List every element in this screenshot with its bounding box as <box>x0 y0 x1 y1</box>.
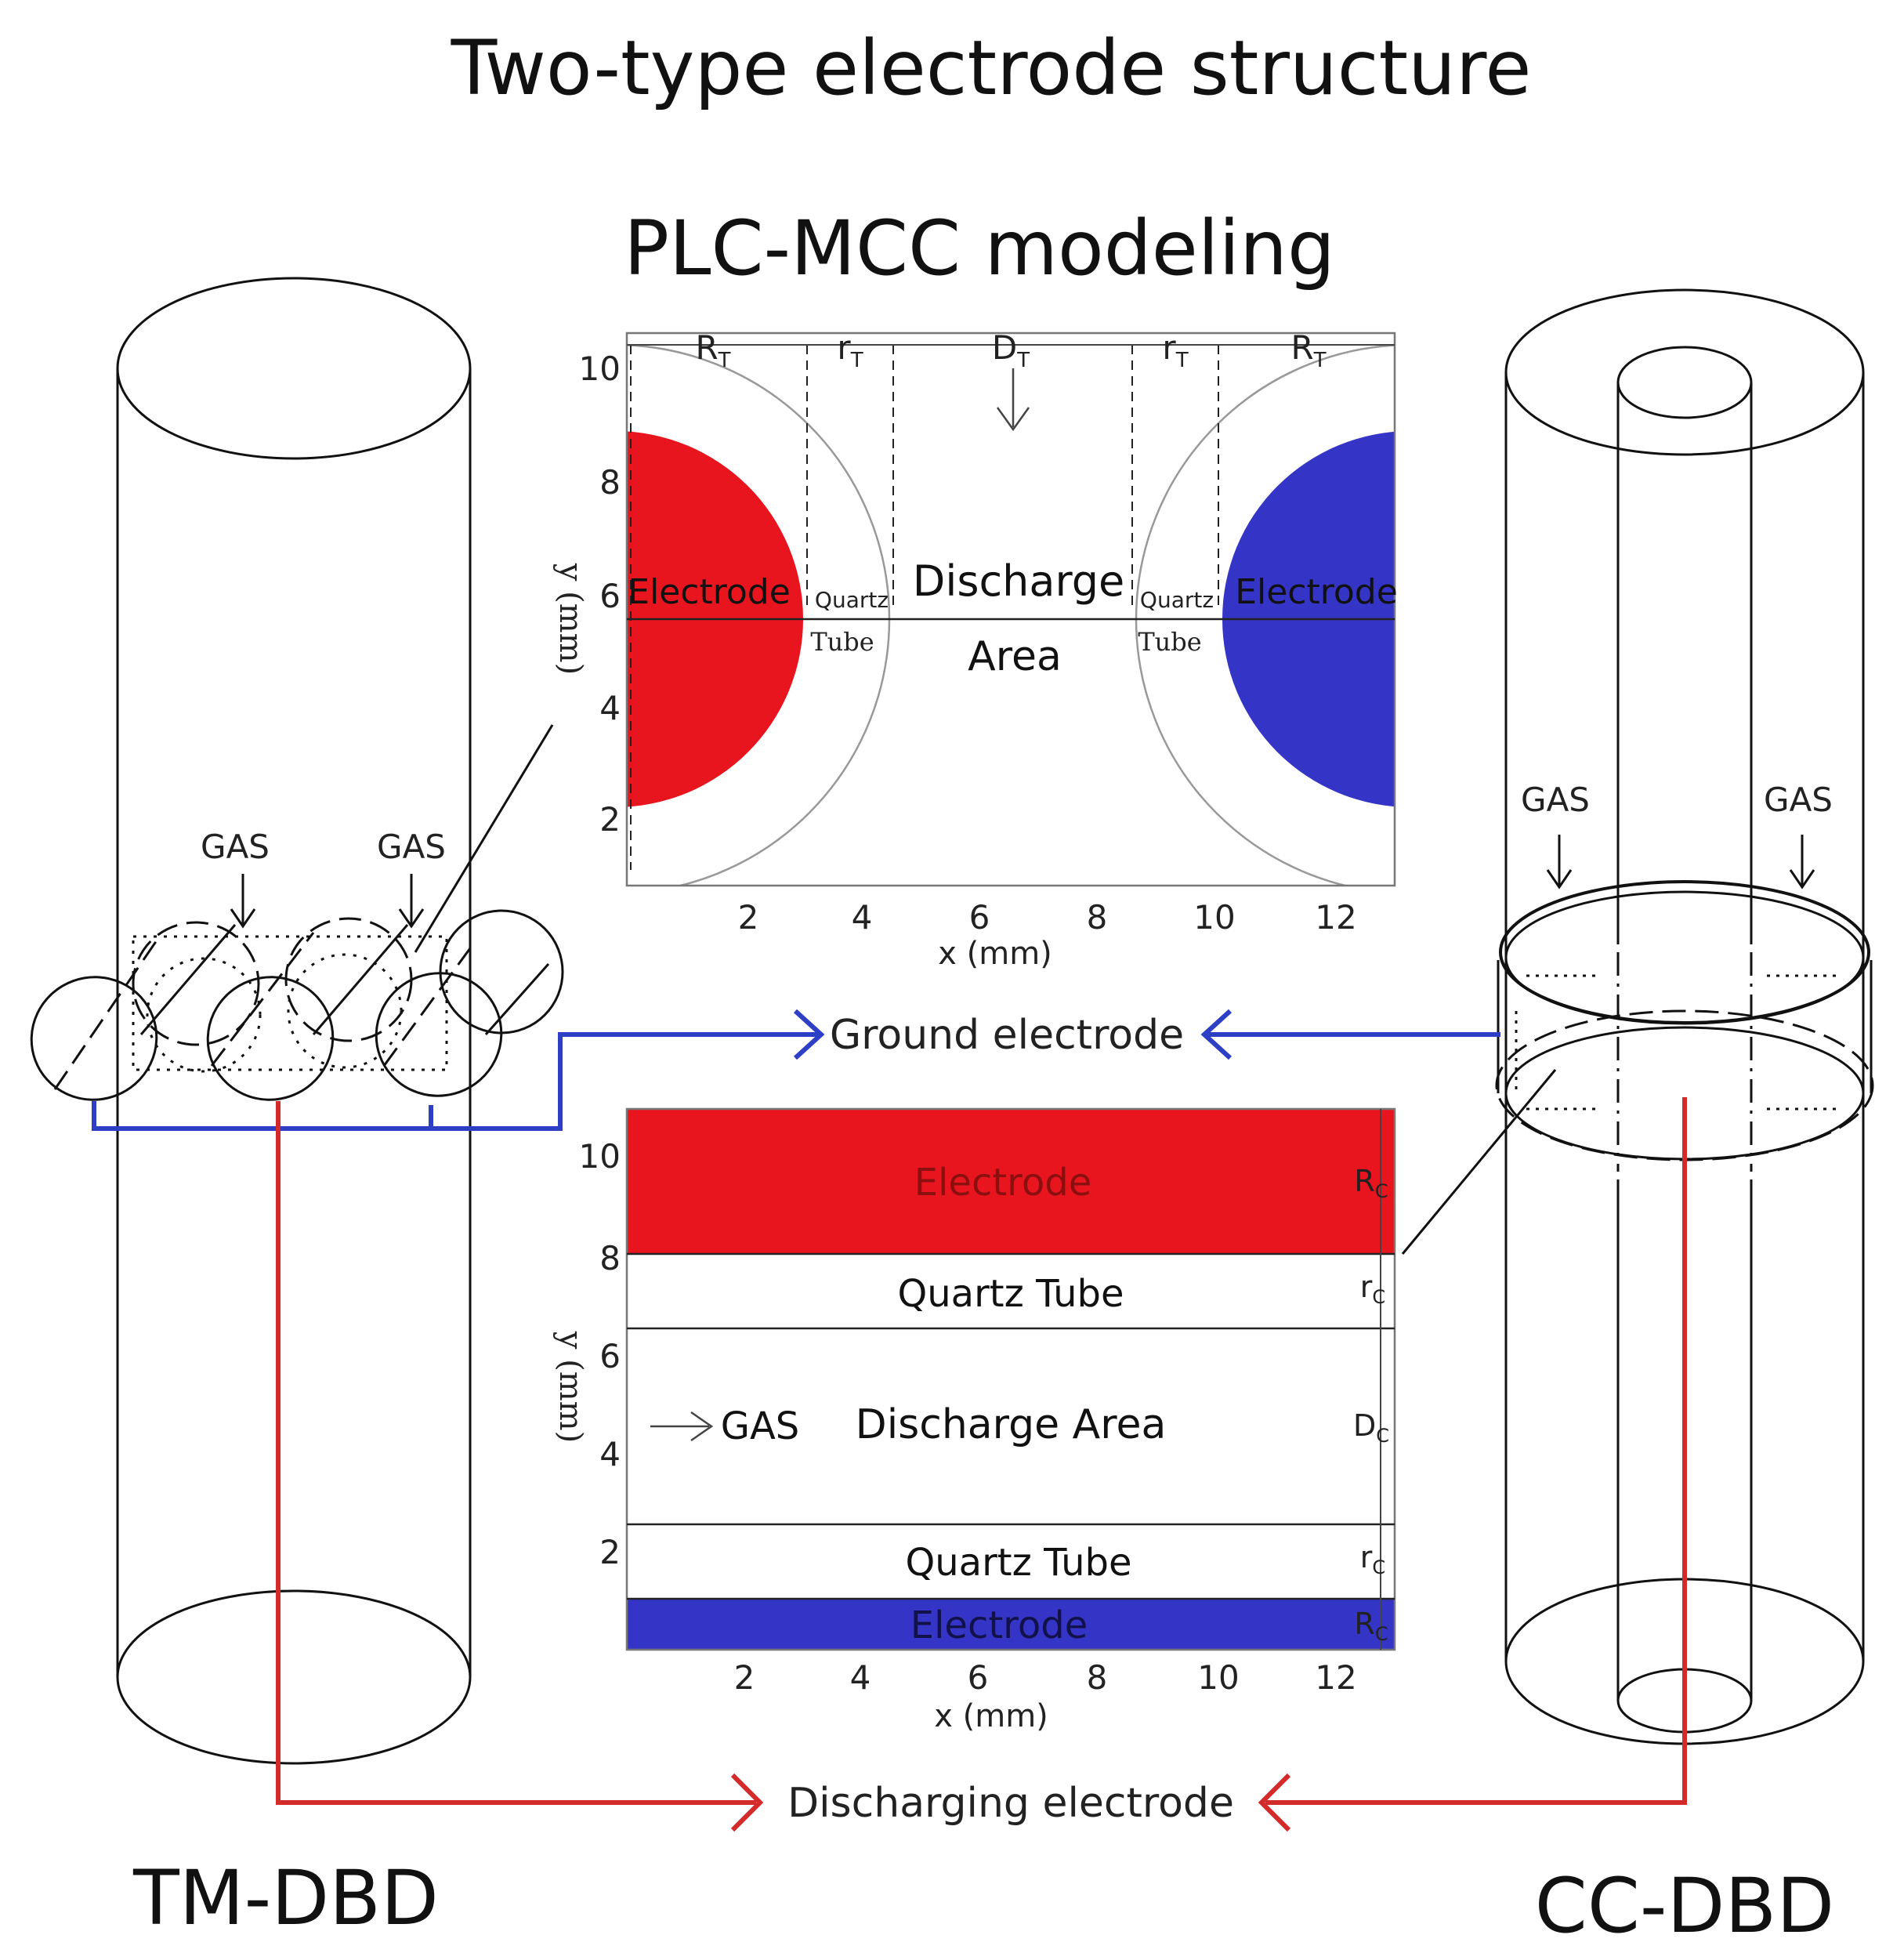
tm-tube-top-ellipse <box>116 277 472 460</box>
top-x-axis-label: x (mm) <box>938 936 1052 972</box>
bottom-y-tick: 2 <box>599 1533 621 1571</box>
top-x-tick: 12 <box>1315 898 1356 937</box>
bottom-dim-dc: DC <box>1353 1408 1389 1447</box>
bottom-x-axis-label: x (mm) <box>934 1698 1048 1734</box>
top-left-electrode-label: Electrode <box>628 572 791 612</box>
top-x-tick: 6 <box>969 898 990 937</box>
tm-zoom-pointer <box>414 724 554 953</box>
bottom-x-tick: 4 <box>850 1658 871 1697</box>
bottom-model-panel: RC rC DC rC RC Electrode Quartz Tube Dis… <box>552 1107 1396 1734</box>
tm-gas-label-2: GAS <box>377 828 446 866</box>
bottom-y-tick: 4 <box>599 1435 621 1473</box>
bottom-dim-rc-bottom: RC <box>1354 1607 1388 1645</box>
bottom-dim-rc-top: RC <box>1354 1164 1388 1202</box>
bottom-discharge-area-label: Discharge Area <box>856 1401 1167 1448</box>
tm-tube-bottom-ellipse <box>116 1676 472 1765</box>
bottom-x-tick: 6 <box>968 1658 989 1697</box>
top-gas-arrow <box>996 368 1030 432</box>
bottom-x-tick: 10 <box>1197 1658 1239 1697</box>
bottom-dim-rc-small-bottom: rC <box>1360 1540 1385 1578</box>
top-discharge-label: Discharge <box>913 556 1124 606</box>
bottom-dim-rc-small-top: rC <box>1360 1270 1385 1308</box>
top-y-axis-label: y (mm) <box>552 563 588 675</box>
top-area-label: Area <box>968 633 1062 680</box>
bottom-y-tick: 10 <box>579 1137 621 1176</box>
top-dim-rt-left: RT <box>695 328 730 372</box>
top-y-tick: 2 <box>599 800 621 839</box>
bottom-top-electrode <box>627 1109 1395 1254</box>
figure-title: Two-type electrode structure <box>451 24 1532 112</box>
cc-gas-label-1: GAS <box>1521 781 1590 819</box>
top-y-tick: 8 <box>599 463 621 502</box>
tm-electrode-tubes <box>30 909 564 1101</box>
discharging-electrode-label: Discharging electrode <box>787 1780 1234 1827</box>
ground-electrode-label: Ground electrode <box>830 1012 1184 1059</box>
top-dim-rt-right: RT <box>1290 328 1326 372</box>
top-left-tube-label: Tube <box>810 627 874 657</box>
tm-dbd-label: TM-DBD <box>132 1854 439 1942</box>
top-dim-rt-small-left: rT <box>837 328 863 372</box>
bottom-bottom-electrode-label: Electrode <box>910 1603 1088 1647</box>
top-right-quartz-label: Quartz <box>1140 587 1214 613</box>
bottom-y-axis-label: y (mm) <box>552 1331 588 1443</box>
bottom-gas-arrow <box>650 1411 714 1442</box>
bottom-top-quartz-label: Quartz Tube <box>897 1272 1124 1316</box>
bottom-y-tick: 8 <box>599 1239 621 1277</box>
modeling-subtitle: PLC-MCC modeling <box>624 205 1335 292</box>
top-x-tick: 4 <box>852 898 873 937</box>
bottom-x-tick: 2 <box>734 1658 755 1697</box>
bottom-gas-label: GAS <box>721 1404 800 1448</box>
cc-zoom-pointer <box>1401 1069 1557 1255</box>
bottom-x-tick: 12 <box>1315 1658 1356 1697</box>
top-right-electrode-label: Electrode <box>1235 572 1398 612</box>
top-x-tick: 2 <box>738 898 759 937</box>
cc-inner-top-ellipse <box>1616 346 1753 419</box>
bottom-bottom-electrode <box>627 1599 1395 1650</box>
top-y-tick: 6 <box>599 577 621 615</box>
cc-dbd-label: CC-DBD <box>1535 1862 1834 1950</box>
top-model-panel: RT rT DT rT RT Electrode Electrode Quart… <box>552 328 1398 972</box>
top-x-tick: 8 <box>1087 898 1108 937</box>
bottom-bottom-quartz-label: Quartz Tube <box>905 1541 1131 1585</box>
cc-outer-top-ellipse <box>1504 288 1865 456</box>
discharging-wiring <box>276 1097 1687 1832</box>
cc-gas-arrows <box>1546 835 1815 890</box>
bottom-y-tick: 6 <box>599 1337 621 1375</box>
tm-dbd-tube <box>116 277 472 1765</box>
top-y-tick: 4 <box>599 689 621 727</box>
top-x-tick: 10 <box>1193 898 1235 937</box>
ground-wiring <box>92 1009 1500 1131</box>
tm-gas-label-1: GAS <box>201 828 270 866</box>
top-left-quartz-label: Quartz <box>815 587 889 613</box>
bottom-x-tick: 8 <box>1087 1658 1108 1697</box>
bottom-top-electrode-label: Electrode <box>914 1161 1091 1205</box>
top-dim-rt-small-right: rT <box>1162 328 1188 372</box>
tm-gas-arrows <box>230 874 425 929</box>
top-right-tube-label: Tube <box>1138 627 1201 657</box>
cc-gas-label-2: GAS <box>1764 781 1833 819</box>
top-y-tick: 10 <box>579 350 621 388</box>
top-dim-dt: DT <box>992 328 1030 372</box>
